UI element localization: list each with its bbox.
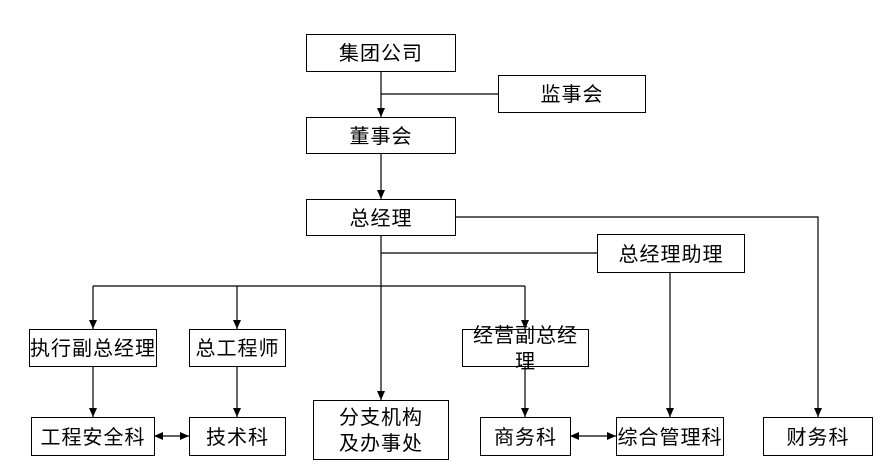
- node-label-line1: 分支机构: [339, 405, 423, 429]
- node-technical-dept: 技术科: [189, 417, 286, 456]
- node-label: 监事会: [540, 82, 604, 106]
- node-chief-engineer: 总工程师: [189, 329, 286, 367]
- node-label: 执行副总经理: [30, 336, 156, 360]
- node-general-manager: 总经理: [306, 199, 456, 236]
- node-label: 商务科: [494, 424, 557, 449]
- node-branches-and-offices: 分支机构 及办事处: [313, 400, 449, 460]
- node-label: 董事会: [349, 123, 413, 148]
- node-general-management-dept: 综合管理科: [616, 417, 724, 456]
- node-supervisory-board: 监事会: [498, 75, 646, 113]
- node-label: 财务科: [786, 424, 850, 449]
- node-label: 集团公司: [339, 41, 423, 65]
- node-label: 工程安全科: [40, 424, 146, 449]
- node-label: 总经理: [349, 205, 413, 230]
- node-label: 综合管理科: [617, 424, 723, 449]
- node-business-dept: 商务科: [480, 417, 571, 456]
- node-label: 技术科: [206, 424, 269, 449]
- node-operations-deputy-gm: 经营副总经理: [462, 323, 589, 373]
- edge-gm-to-finance: [456, 216, 822, 417]
- node-label: 经营副总经理: [473, 323, 578, 373]
- node-board-of-directors: 董事会: [306, 117, 456, 154]
- node-exec-deputy-gm: 执行副总经理: [29, 329, 157, 367]
- node-group-company: 集团公司: [306, 34, 456, 72]
- node-label-line2: 及办事处: [339, 431, 423, 455]
- node-label: 总经理助理: [618, 241, 724, 266]
- node-label: 总工程师: [195, 336, 280, 360]
- node-gm-assistant: 总经理助理: [597, 234, 745, 273]
- node-engineering-safety-dept: 工程安全科: [31, 417, 155, 456]
- node-finance-dept: 财务科: [763, 417, 873, 456]
